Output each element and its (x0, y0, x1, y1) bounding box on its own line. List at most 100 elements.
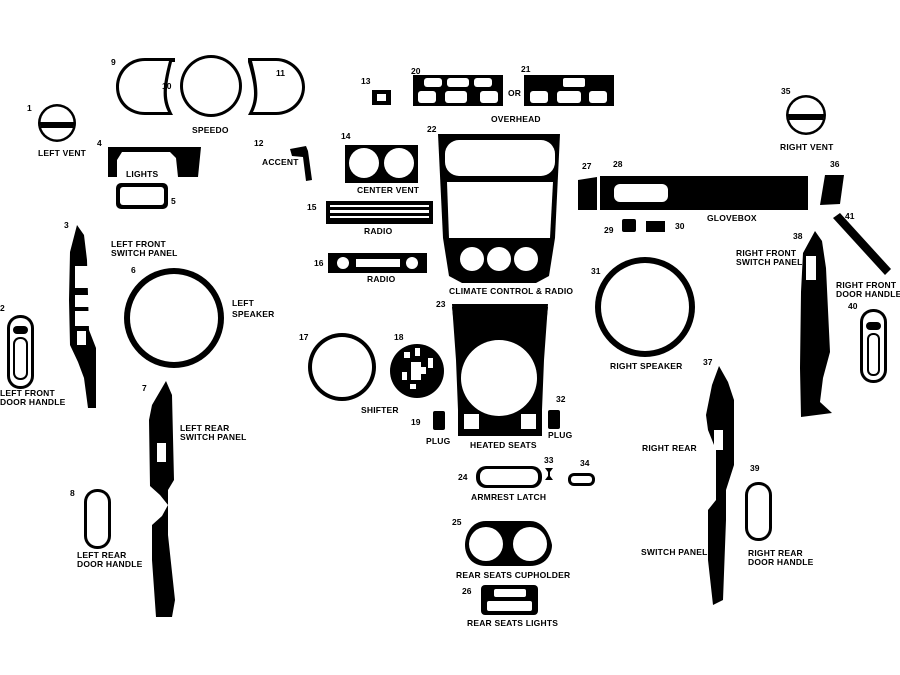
part-rear-cupholder (465, 521, 552, 566)
label-right-speaker: RIGHT SPEAKER (610, 361, 683, 371)
part-number: 23 (436, 299, 446, 309)
part-number: 13 (361, 76, 371, 86)
part-number: 34 (580, 458, 590, 468)
part-number: 11 (276, 68, 285, 78)
label-lights: LIGHTS (126, 169, 159, 179)
part-switch-bezel (116, 183, 168, 209)
label-heated-seats: HEATED SEATS (470, 440, 537, 450)
part-number: 7 (142, 383, 147, 393)
part-number: 41 (845, 211, 855, 221)
part-number: 25 (452, 517, 462, 527)
part-number: 16 (314, 258, 324, 268)
part-number: 40 (848, 301, 858, 311)
part-radio-lower (328, 253, 427, 273)
label-rear-seats-lights: REAR SEATS LIGHTS (467, 618, 559, 628)
part-number: 18 (394, 332, 404, 342)
part-number: 8 (70, 488, 75, 498)
part-speedo-right (248, 58, 305, 115)
part-number: 29 (604, 225, 614, 235)
part-heated-seats-console (452, 304, 548, 436)
part-plug-right (548, 410, 560, 429)
part-left-vent (38, 104, 76, 142)
label-left-front-door-handle: LEFT FRONT DOOR HANDLE (0, 388, 66, 408)
part-speedo-left (116, 58, 175, 115)
part-left-rear-switch-panel (149, 381, 175, 617)
part-right-front-door-handle (860, 309, 887, 383)
part-34 (568, 473, 595, 486)
part-glovebox (600, 176, 808, 210)
part-number: 39 (750, 463, 760, 473)
part-climate-radio-bezel (438, 134, 560, 283)
label-speedo: SPEEDO (192, 125, 229, 135)
part-number: 38 (793, 231, 803, 241)
part-lights-trim (108, 147, 201, 178)
part-heated-seats-trim-right (539, 307, 548, 434)
part-number: 17 (299, 332, 309, 342)
label-radio-lower: RADIO (367, 274, 396, 284)
part-overhead-b (524, 75, 614, 106)
part-overhead-a (413, 75, 503, 106)
label-right-front-door-handle: RIGHT FRONT DOOR HANDLE (836, 280, 900, 300)
part-glovebox-right (820, 175, 844, 205)
part-armrest-latch (476, 466, 542, 488)
part-center-vent (345, 145, 418, 183)
label-left-front-switch-panel: LEFT FRONT SWITCH PANEL (111, 239, 178, 259)
part-number: 24 (458, 472, 468, 482)
part-number: 26 (462, 586, 472, 596)
part-number: 15 (307, 202, 317, 212)
label-climate-control-radio: CLIMATE CONTROL & RADIO (449, 286, 574, 296)
part-right-speaker (595, 257, 695, 357)
part-right-rear-door-handle (745, 482, 772, 541)
part-number: 32 (556, 394, 566, 404)
label-overhead: OVERHEAD (491, 114, 541, 124)
part-number: 9 (111, 57, 116, 67)
part-heated-seats-trim-left (452, 307, 461, 434)
part-number: 6 (131, 265, 136, 275)
label-rear-seats-cupholder: REAR SEATS CUPHOLDER (456, 570, 571, 580)
part-number: 35 (781, 86, 791, 96)
part-number: 19 (411, 417, 421, 427)
part-number: 28 (613, 159, 623, 169)
part-rear-seats-lights (481, 585, 538, 615)
label-center-vent: CENTER VENT (357, 185, 420, 195)
label-right-rear-door-handle: RIGHT REAR DOOR HANDLE (748, 548, 814, 568)
label-left-speaker: LEFT SPEAKER (232, 298, 275, 320)
part-number: 36 (830, 159, 840, 169)
part-shifter (390, 344, 444, 398)
part-left-front-switch-panel (69, 225, 96, 408)
label-plug-left: PLUG (426, 436, 451, 446)
part-number: 12 (254, 138, 264, 148)
label-left-rear-door-handle: LEFT REAR DOOR HANDLE (77, 550, 143, 570)
part-number: 27 (582, 161, 592, 171)
part-number: 30 (675, 221, 685, 231)
part-number: 31 (591, 266, 601, 276)
label-shifter: SHIFTER (361, 405, 399, 415)
label-armrest-latch: ARMREST LATCH (471, 492, 547, 502)
part-number: 1 (27, 103, 32, 113)
part-plug-left (433, 411, 445, 430)
part-button-30 (646, 221, 665, 232)
label-radio-upper: RADIO (364, 226, 393, 236)
part-left-front-door-handle (7, 315, 34, 389)
label-plug-right: PLUG (548, 430, 573, 440)
part-right-front-switch-panel (800, 231, 832, 417)
part-number: 2 (0, 303, 5, 313)
label-or: OR (508, 88, 522, 98)
part-number: 3 (64, 220, 69, 230)
part-accent (290, 146, 312, 181)
part-number: 10 (162, 81, 172, 91)
part-left-speaker (124, 268, 224, 368)
part-right-vent (786, 95, 826, 135)
part-number: 4 (97, 138, 102, 148)
part-number: 22 (427, 124, 437, 134)
label-accent: ACCENT (262, 157, 299, 167)
label-switch-panel: SWITCH PANEL (641, 547, 708, 557)
part-number: 21 (521, 64, 531, 74)
part-button-29 (622, 219, 636, 232)
part-right-rear-switch-panel (706, 366, 734, 605)
part-ring-17 (308, 333, 376, 401)
part-small-button (372, 90, 391, 105)
part-number: 20 (411, 66, 421, 76)
